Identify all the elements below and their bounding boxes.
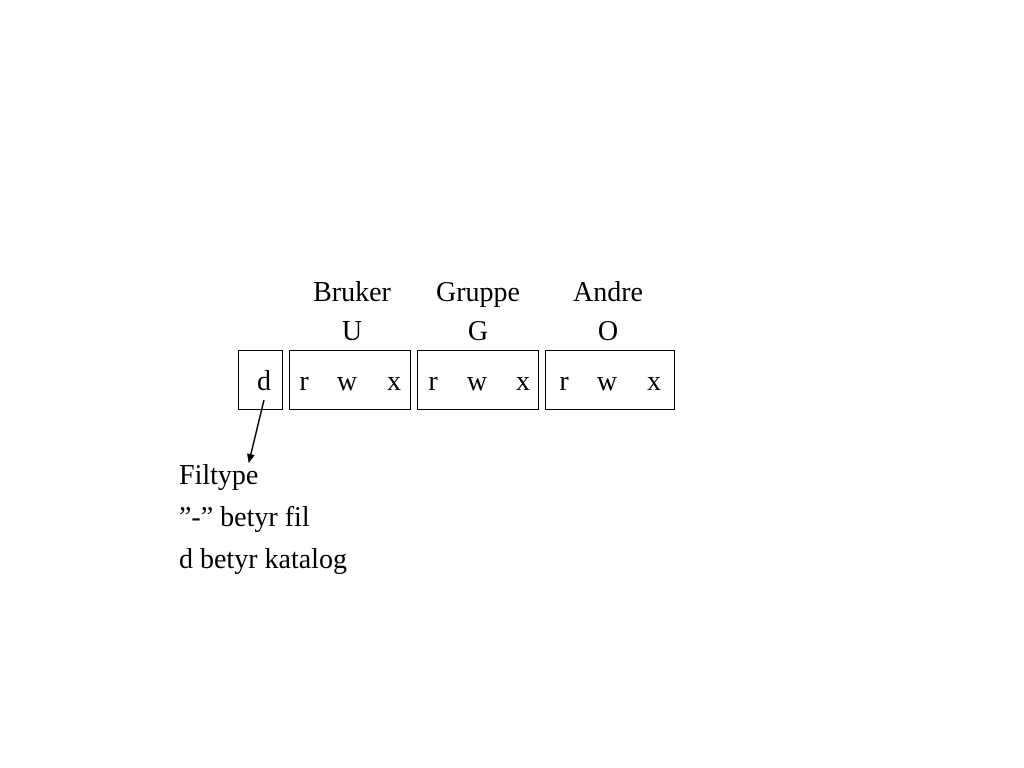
group-perm-read: r	[428, 366, 438, 397]
legend-title: Filtype	[179, 460, 259, 491]
group-short-others: O	[597, 316, 619, 347]
group-label-user: Bruker	[313, 277, 391, 308]
user-perm-read: r	[299, 366, 309, 397]
user-perm-execute: x	[387, 366, 401, 397]
group-label-others: Andre	[573, 277, 643, 308]
group-perm-execute: x	[516, 366, 530, 397]
user-perm-write: w	[336, 366, 358, 397]
legend-line-directory: d betyr katalog	[179, 544, 347, 575]
others-perm-write: w	[596, 366, 618, 397]
group-permission-box	[417, 350, 539, 410]
group-short-user: U	[341, 316, 363, 347]
filetype-symbol: d	[257, 366, 271, 397]
group-perm-write: w	[466, 366, 488, 397]
group-short-group: G	[467, 316, 489, 347]
others-permission-box	[545, 350, 675, 410]
others-perm-execute: x	[647, 366, 661, 397]
user-permission-box	[289, 350, 411, 410]
group-label-group: Gruppe	[436, 277, 520, 308]
others-perm-read: r	[559, 366, 569, 397]
legend-line-file: ”-” betyr fil	[179, 502, 310, 533]
